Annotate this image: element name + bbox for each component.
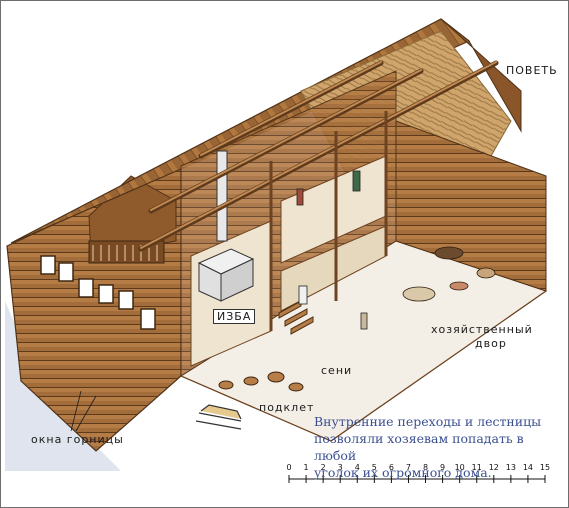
label-seni: сени xyxy=(321,364,353,377)
barrels xyxy=(218,371,304,392)
animals xyxy=(402,246,496,302)
scale-tick-label: 9 xyxy=(440,463,446,472)
caption: Внутренние переходы и лестницы позволяли… xyxy=(314,413,564,481)
scale-bar xyxy=(288,475,546,483)
scale-tick-label: 8 xyxy=(422,463,429,472)
label-podklet: подклет xyxy=(259,401,315,414)
sled xyxy=(195,404,242,430)
scale-tick-label: 4 xyxy=(354,463,360,472)
label-okna-gornitsy: окна горницы xyxy=(31,433,124,446)
scale-tick-label: 13 xyxy=(505,463,516,472)
gornitsa-windows xyxy=(40,255,156,330)
roof-gable-right xyxy=(440,18,522,133)
caption-line-3: уголок их огромного дома. xyxy=(314,465,492,480)
caption-line-1: Внутренние переходы и лестницы xyxy=(314,414,542,429)
scale-tick-label: 11 xyxy=(471,463,482,472)
floor-edge xyxy=(180,290,547,442)
support-posts xyxy=(269,111,388,331)
scale-tick-label: 3 xyxy=(337,463,343,472)
scale-tick-label: 6 xyxy=(388,463,394,472)
stove-icon xyxy=(197,150,255,302)
scale-tick-label: 10 xyxy=(454,463,465,472)
label-khoz-dvor-2: двор xyxy=(475,337,507,350)
label-povet: ПОВЕТЬ xyxy=(506,64,558,77)
scale-tick-label: 0 xyxy=(286,463,292,472)
caption-line-2: позволяли хозяевам попадать в любой xyxy=(314,431,524,463)
scale-tick-label: 15 xyxy=(539,463,551,472)
scale-tick-label: 14 xyxy=(522,463,534,472)
scale-tick-label: 1 xyxy=(303,463,309,472)
label-izba: ИЗБА xyxy=(213,309,256,324)
scale-tick-label: 7 xyxy=(405,463,411,472)
label-khoz-dvor-1: хозяйственный xyxy=(431,323,533,336)
scale-tick-label: 12 xyxy=(488,463,499,472)
leader-lines xyxy=(70,390,97,432)
people xyxy=(296,170,368,330)
scale-tick-label: 5 xyxy=(371,463,377,472)
snow-ground xyxy=(5,301,121,471)
staircase xyxy=(278,300,314,335)
scale-tick-label: 2 xyxy=(320,463,326,472)
